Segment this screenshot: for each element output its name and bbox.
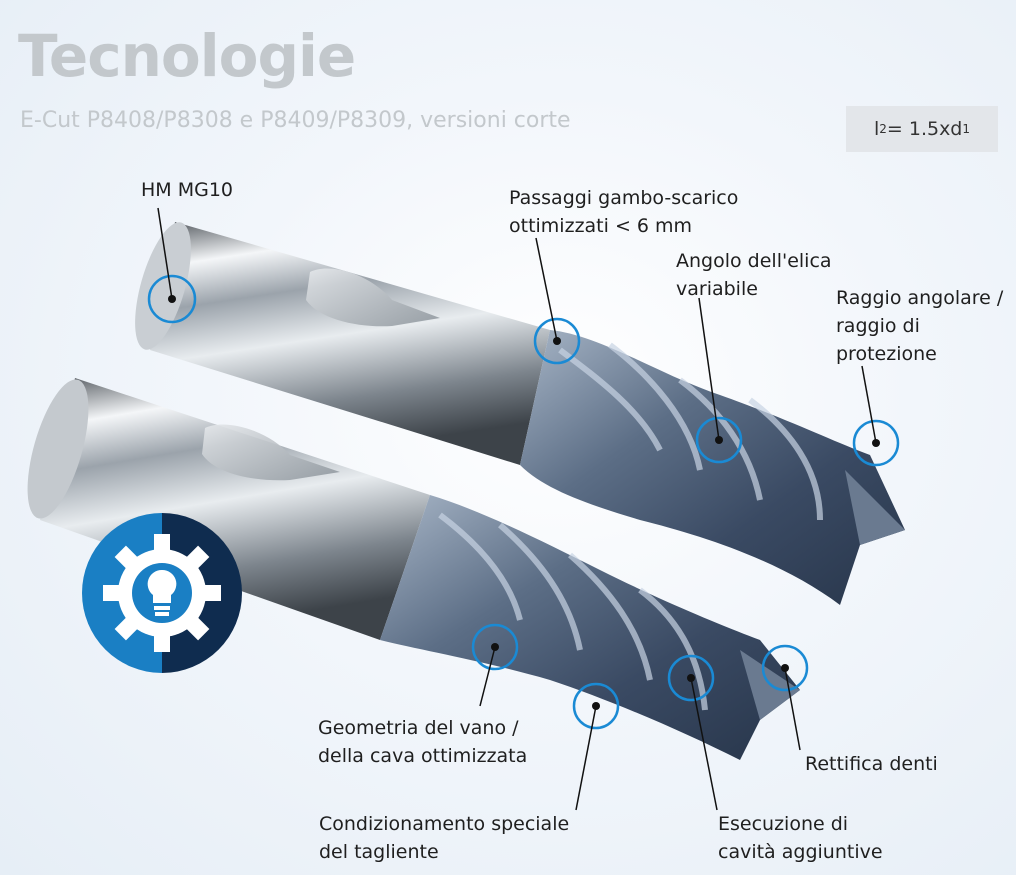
callout-raggio-line3: protezione <box>836 343 937 365</box>
callout-ring-geometria <box>471 623 519 671</box>
callout-markers <box>147 274 900 730</box>
callout-angolo-label: Angolo dell'elica variabile <box>676 247 832 303</box>
callout-hm-label: HM MG10 <box>141 176 233 204</box>
formula-eq: = 1.5xd <box>886 118 963 140</box>
callout-passaggi-line2: ottimizzati < 6 mm <box>509 215 693 237</box>
callout-geometria-label: Geometria del vano / della cava ottimizz… <box>318 714 527 770</box>
callout-raggio-label: Raggio angolare / raggio di protezione <box>836 284 1003 368</box>
callout-ring-hm <box>147 274 197 324</box>
callout-condizionamento-line2: del tagliente <box>319 841 439 863</box>
leader-dots <box>168 295 880 710</box>
formula-l-sub: 2 <box>879 122 887 136</box>
callout-geometria-line2: della cava ottimizzata <box>318 745 528 767</box>
callout-geometria-line1: Geometria del vano / <box>318 717 519 739</box>
callout-ring-condizionamento <box>572 682 620 730</box>
callout-passaggi-line1: Passaggi gambo-scarico <box>509 187 739 209</box>
leader-lines <box>157 207 877 811</box>
page-subtitle: E-Cut P8408/P8308 e P8409/P8309, version… <box>20 108 571 133</box>
callout-ring-rettifica <box>761 644 809 692</box>
callout-esecuzione-line1: Esecuzione di <box>718 813 849 835</box>
technology-gear-lightbulb-icon <box>82 513 242 673</box>
callout-condizionamento-line1: Condizionamento speciale <box>319 813 570 835</box>
callout-rettifica-label: Rettifica denti <box>805 750 938 778</box>
formula-l: l <box>873 118 880 140</box>
callout-angolo-line1: Angolo dell'elica <box>676 250 832 272</box>
formula-d-sub: 1 <box>962 122 971 136</box>
callout-hm-line1: HM MG10 <box>141 179 234 201</box>
callout-raggio-line1: Raggio angolare / <box>836 287 1004 309</box>
upper-end-mill <box>135 222 905 605</box>
page-title: Tecnologie <box>18 22 356 90</box>
callout-esecuzione-line2: cavità aggiuntive <box>718 841 883 863</box>
callout-ring-passaggi <box>533 317 581 365</box>
callout-ring-esecuzione <box>667 654 715 702</box>
callout-ring-raggio <box>852 419 900 467</box>
callout-rettifica-line1: Rettifica denti <box>805 753 938 775</box>
callout-raggio-line2: raggio di <box>836 315 920 337</box>
callout-ring-angolo <box>695 416 743 464</box>
callout-angolo-line2: variabile <box>676 278 758 300</box>
callout-condizionamento-label: Condizionamento speciale del tagliente <box>319 810 569 866</box>
callout-passaggi-label: Passaggi gambo-scarico ottimizzati < 6 m… <box>509 184 738 240</box>
callout-esecuzione-label: Esecuzione di cavità aggiuntive <box>718 810 883 866</box>
